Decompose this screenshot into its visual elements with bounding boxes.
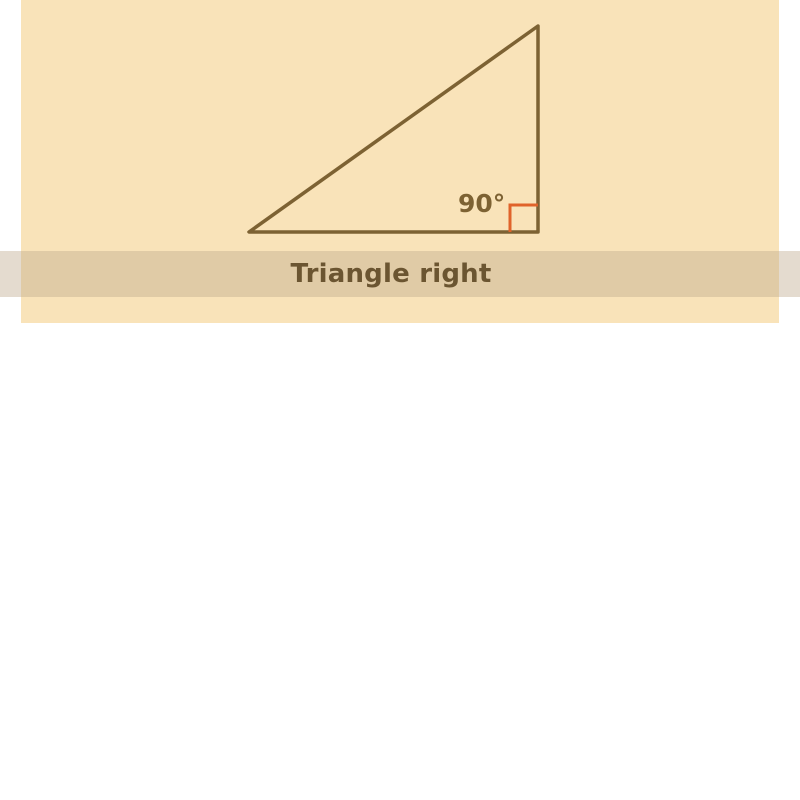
diagram-caption: Triangle right xyxy=(290,259,492,289)
angle-label: 90° xyxy=(458,189,505,218)
triangle-diagram: 90° xyxy=(247,24,540,234)
diagram-card xyxy=(21,0,779,323)
right-angle-marker xyxy=(508,203,538,232)
right-triangle xyxy=(247,24,540,234)
caption-band: Triangle right xyxy=(0,251,800,297)
